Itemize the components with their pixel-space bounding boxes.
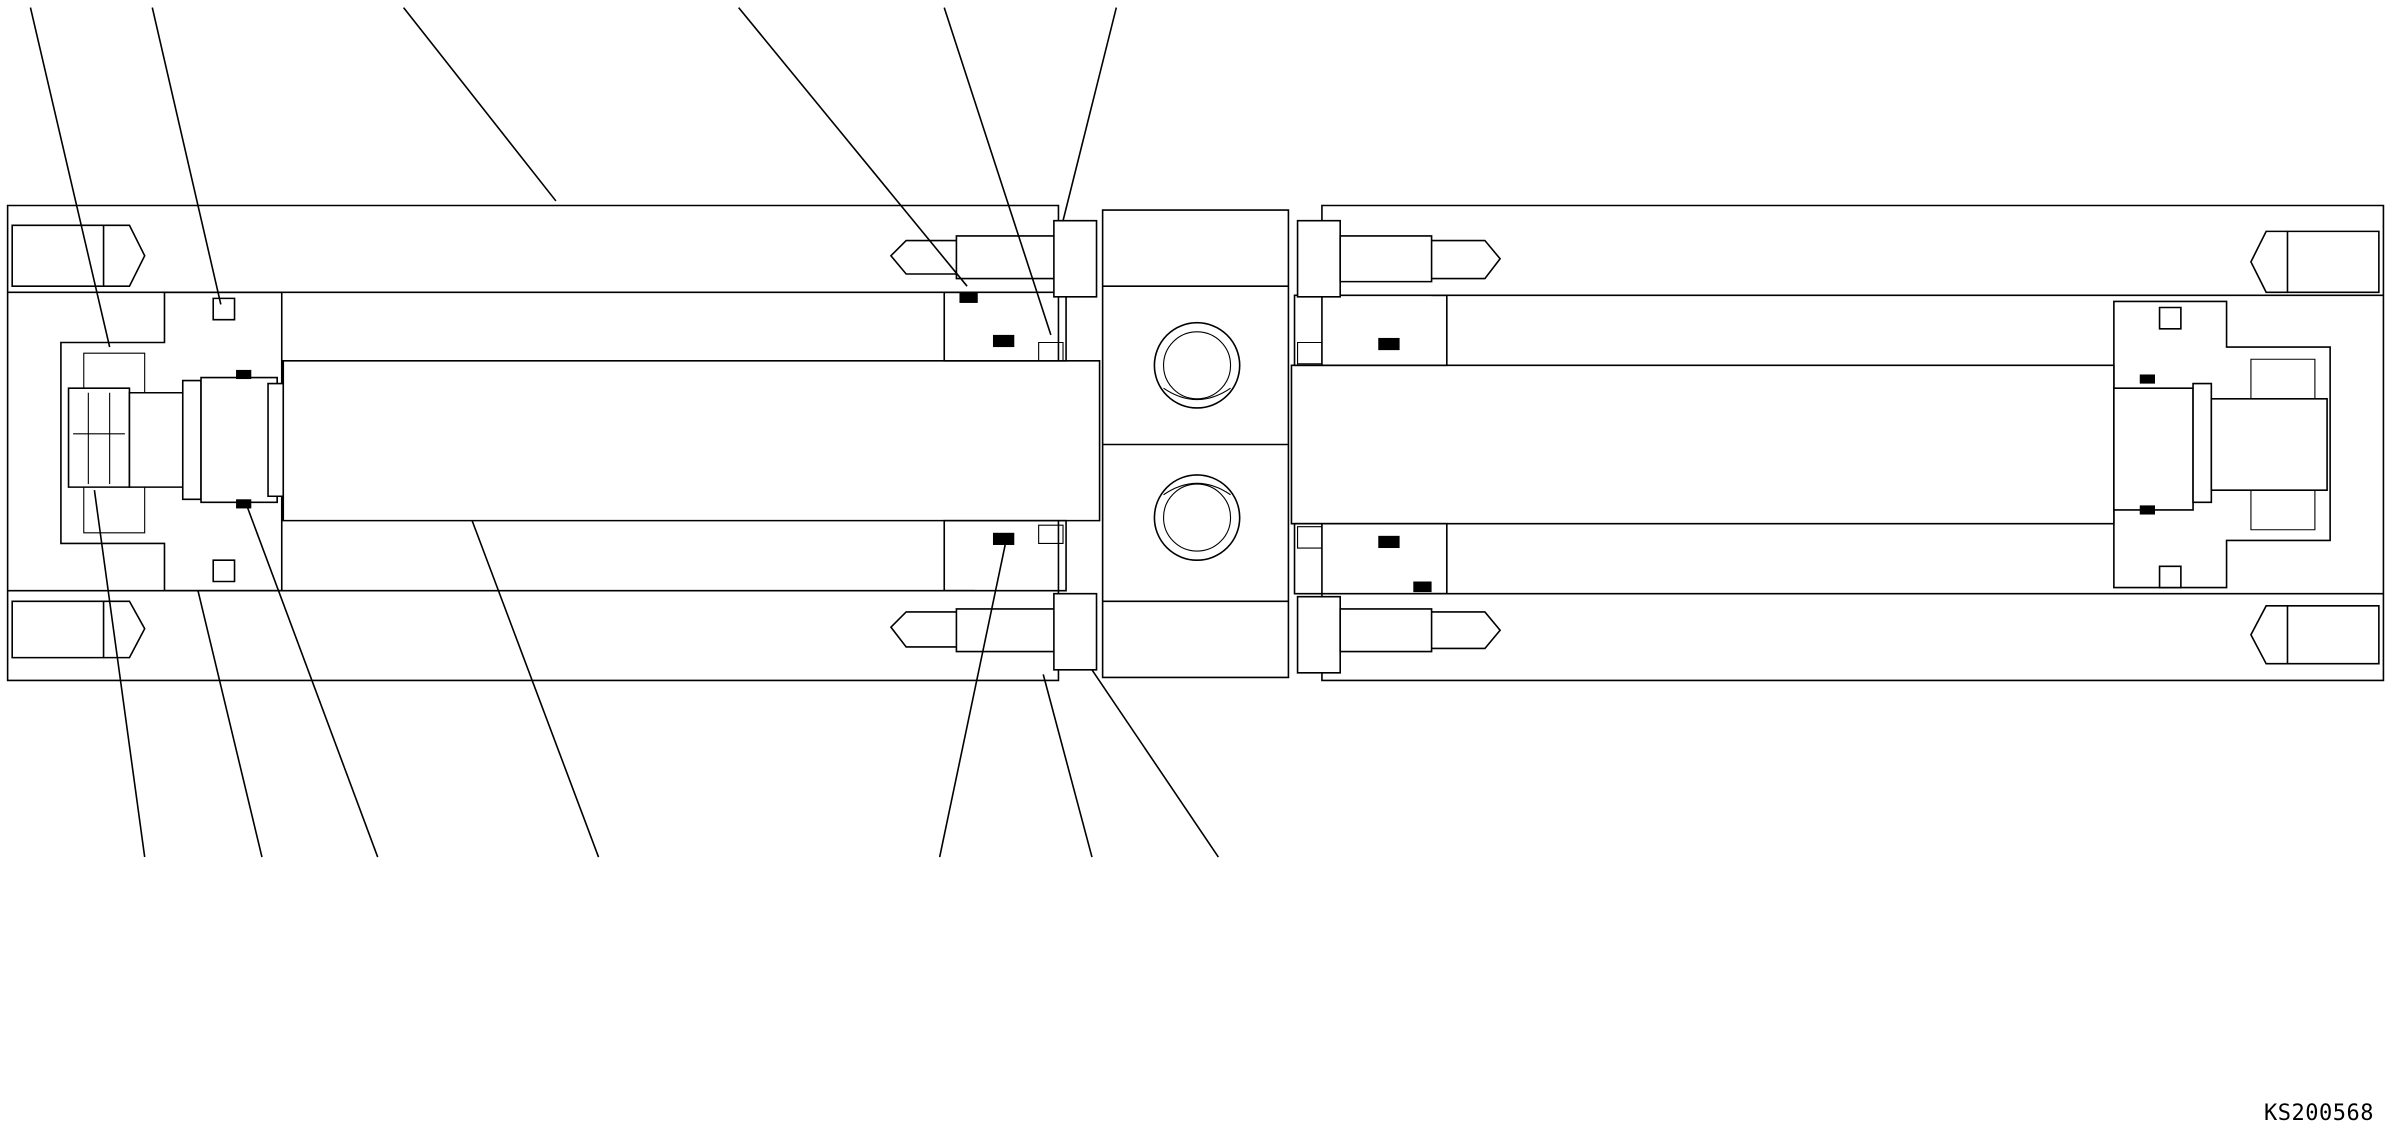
port-upper <box>1154 323 1239 408</box>
leader-line <box>198 591 262 857</box>
center-port-block <box>1103 210 1289 677</box>
leader-line <box>152 8 221 305</box>
left-mount-bolt-top <box>12 225 144 286</box>
right-piston-rod <box>1291 365 2113 523</box>
right-head-bolt-top <box>1298 221 1501 297</box>
leader-line <box>472 521 598 857</box>
drawing-code: KS200568 <box>2264 1101 2374 1126</box>
left-cylinder-head <box>944 292 1066 361</box>
leader-line <box>247 505 378 857</box>
right-mount-bolt-top <box>2251 231 2379 292</box>
right-cylinder <box>1291 206 2383 681</box>
leader-line <box>94 490 144 857</box>
leader-line <box>1092 670 1218 857</box>
right-head-bolt-bottom <box>1298 597 1501 673</box>
right-mount-bolt-bottom <box>2251 606 2379 664</box>
left-piston-rod <box>283 361 1099 521</box>
left-piston <box>69 378 284 503</box>
leader-line <box>944 8 1051 335</box>
left-head-bolt-bottom <box>891 594 1097 670</box>
left-outer-tube <box>8 206 1059 681</box>
left-cylinder <box>8 206 1100 681</box>
port-lower <box>1154 475 1239 560</box>
leader-line <box>1063 8 1116 221</box>
leader-line <box>404 8 556 201</box>
leader-line <box>940 545 1005 857</box>
leader-line <box>1043 674 1092 857</box>
left-head-bolt-top <box>891 221 1097 297</box>
leader-lines <box>30 8 1218 857</box>
right-cylinder-head <box>1295 295 1447 365</box>
leader-line <box>30 8 109 347</box>
right-piston <box>2114 384 2327 510</box>
leader-line <box>739 8 967 287</box>
right-end-cap <box>2114 301 2330 587</box>
left-mount-bolt-bottom <box>12 601 144 657</box>
left-end-cap <box>61 292 282 590</box>
